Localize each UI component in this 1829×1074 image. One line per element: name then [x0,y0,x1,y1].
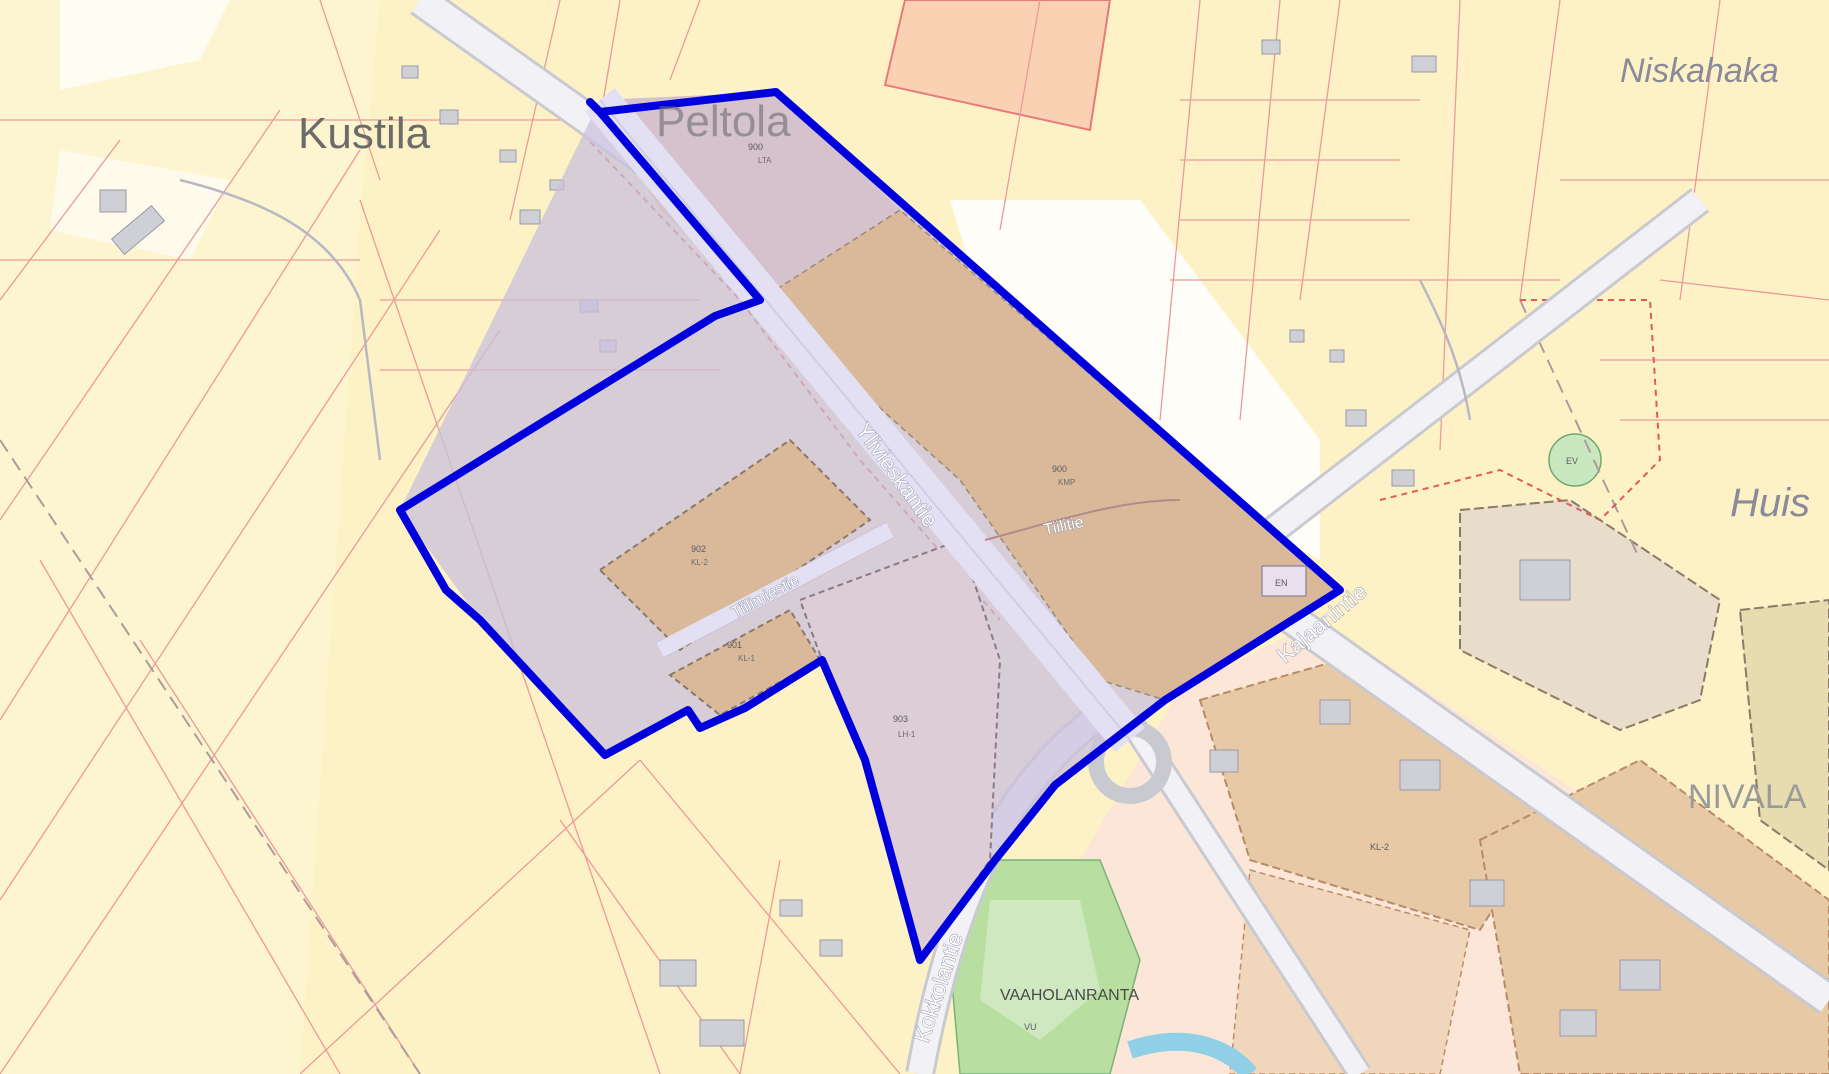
zone-kmp-code: 900 [1052,464,1067,474]
place-kustila: Kustila [298,109,431,158]
zone-kl2 [598,438,872,652]
zone-lta-code: 900 [748,142,763,152]
zone-kl1-code: 901 [727,640,742,650]
planning-area-boundary[interactable] [396,88,1344,964]
zone-lh1-code: 903 [893,714,908,724]
zone-ev-label: EV [1566,456,1578,466]
zone-lh1-type: LH-1 [898,730,916,739]
tiilitie-line [984,499,1181,541]
zone-en-label: EN [1275,578,1288,588]
zone-kl2-code: 902 [691,544,706,554]
place-huis: Huis [1730,481,1810,525]
zone-kl1-type: KL-1 [738,654,755,663]
zone-en [1261,565,1307,597]
place-niskahaka: Niskahaka [1620,52,1779,90]
place-peltola: Peltola [656,97,791,146]
zone-kmp-type: KMP [1058,478,1075,487]
dashed-boundaries [0,299,1641,1074]
river [1127,1032,1257,1074]
zone-vu-label: VU [1024,1022,1037,1032]
town-block-3 [1229,869,1471,1074]
buildings [99,39,1661,1047]
zone-lta [600,92,900,300]
town-block-2 [1478,758,1829,1074]
town-block-east [1459,498,1722,732]
place-nivala: NIVALA [1688,778,1807,816]
town-block-far-east [1738,598,1829,872]
reserved-area-north [883,0,1112,132]
zone-kl2-town-label: KL-2 [1370,842,1389,852]
place-vaaholanranta: VAAHOLANRANTA [1000,987,1139,1004]
park-inner [980,900,1100,1040]
open-field-center [950,200,1320,560]
zone-kl2-type: KL-2 [691,558,708,567]
open-field-northwest [60,0,230,90]
farmyard-kustila [50,150,230,260]
zone-lta-type: LTA [758,156,772,165]
tiilimiestie-in-area [656,522,894,658]
